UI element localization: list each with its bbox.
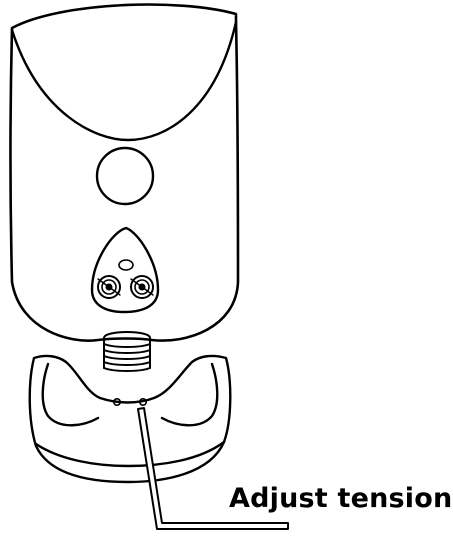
mount-bracket-icon [30, 356, 231, 482]
binding-post-icon [98, 276, 120, 298]
binding-post-icon [131, 276, 153, 298]
terminal-plate-icon [92, 228, 158, 312]
speaker-body-icon [11, 5, 239, 341]
adjust-tension-label: Adjust tension [229, 483, 452, 514]
upper-grille-icon [12, 22, 236, 140]
port-circle-icon [97, 148, 153, 204]
